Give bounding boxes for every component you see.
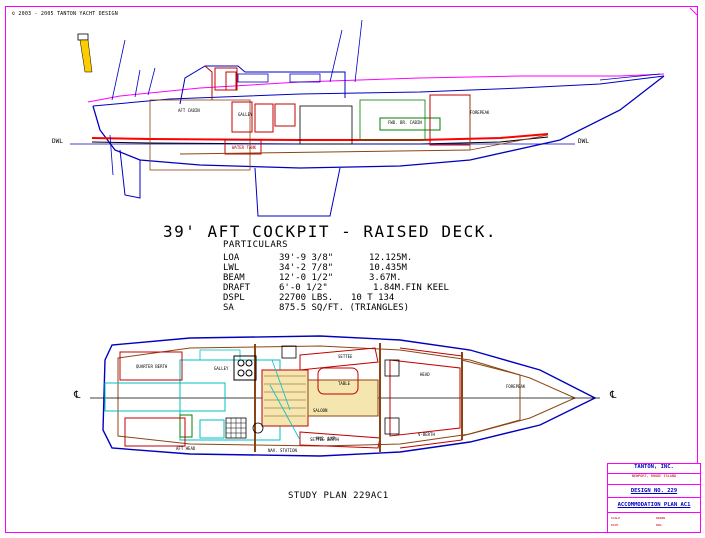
study-plan-label: STUDY PLAN 229AC1: [288, 491, 389, 501]
profile-view: [70, 19, 665, 217]
sheer-line: [92, 75, 665, 107]
title-block-address: NEWPORT, RHODE ISLAND: [608, 474, 700, 485]
cockpit-outline: [104, 382, 226, 412]
aft-accommodation: [149, 99, 251, 171]
sink: [281, 345, 297, 359]
v-berth-outline: [389, 359, 461, 437]
title-block-design: DESIGN NO. 229: [608, 485, 700, 498]
saloon-cabinetry: [359, 99, 426, 141]
spec-metric: 10 T 134: [351, 293, 395, 303]
title-block-company: TANTON, INC.: [608, 464, 700, 474]
label-forepeak-plan: FOREPEAK: [506, 384, 526, 389]
sheer-rail: [87, 73, 665, 103]
spec-imperial: 12'-0 1/2": [279, 273, 334, 283]
spec-metric: 10.435M: [369, 263, 407, 273]
label-settee: SETTEE: [338, 354, 353, 359]
spec-row: BEAM 12'-0 1/2" 3.67M.: [223, 273, 402, 323]
tankage-box: [379, 117, 441, 131]
dwl-label-right: DWL: [578, 138, 589, 145]
saloon-sole: [261, 369, 309, 427]
inner-sheer: [117, 345, 577, 447]
spec-label: LWL: [223, 263, 240, 273]
copyright-note: © 2003 - 2005 TANTON YACHT DESIGN: [12, 11, 118, 17]
title-block: TANTON, INC. NEWPORT, RHODE ISLAND DESIG…: [607, 463, 701, 533]
label-table: TABLE: [338, 381, 351, 386]
galley-stove: [233, 355, 257, 381]
spec-imperial: 875.5 SQ/FT. (TRIANGLES): [279, 303, 410, 313]
label-quarter-berth: QUARTER BERTH: [136, 364, 168, 369]
label-hanging-locker: HNG. LKR.: [316, 436, 338, 441]
spec-label: SA: [223, 303, 234, 313]
hull-profile: [92, 75, 665, 169]
spec-label: DSPL: [223, 293, 245, 303]
galley-stack: [254, 103, 274, 133]
spec-row: LWL 34'-2 7/8" 10.435M: [223, 263, 407, 313]
hull-plan: [102, 335, 597, 457]
saloon-table: [317, 367, 359, 395]
label-fwd-cabin: FWD. BR. CABIN: [388, 120, 422, 125]
port-light: [289, 73, 321, 83]
label-vberth: V-BERTH: [418, 432, 435, 437]
spec-imperial: 34'-2 7/8": [279, 263, 334, 273]
spec-label: DRAFT: [223, 283, 251, 293]
settee-stbd: [299, 431, 381, 449]
aft-locker: [179, 414, 193, 438]
spec-row: DSPL 22700 LBS. 10 T 134: [223, 293, 394, 343]
title-block-sheet: ACCOMMODATION PLAN AC1: [608, 498, 700, 513]
settee-port: [299, 347, 379, 371]
spec-metric: 12.125M.: [369, 253, 413, 263]
title-block-dwg: DWG.: [656, 523, 664, 527]
centerline-symbol-left: ℄: [74, 390, 81, 401]
label-settee-berth: SETTEE BERTH: [310, 437, 339, 442]
spec-imperial: 6'-0 1/2": [279, 283, 328, 293]
spec-label: BEAM: [223, 273, 245, 283]
radar-reflector: [79, 39, 93, 73]
sheet-border: [5, 6, 698, 533]
label-aft-head: AFT HEAD: [176, 446, 196, 451]
label-galley-profile: GALLEY: [238, 112, 253, 117]
label-aft-cabin: AFT CABIN: [178, 108, 200, 113]
engine: [224, 139, 262, 155]
quarter-berth: [119, 351, 183, 381]
spec-metric: 1.84M.FIN KEEL: [373, 283, 449, 293]
label-nav-station: NAV. STATION: [268, 448, 297, 453]
spec-imperial: 22700 LBS.: [279, 293, 334, 303]
wheel: [252, 422, 264, 434]
aft-cabin-stbd: [124, 417, 186, 447]
fin-keel: [254, 167, 341, 217]
drawing-title: 39' AFT COCKPIT - RAISED DECK.: [163, 222, 497, 241]
spec-row: DRAFT 6'-0 1/2" 1.84M.FIN KEEL: [223, 283, 449, 333]
label-tankage: WATER TANK: [232, 145, 257, 150]
title-block-date: DATE: [611, 523, 619, 527]
spec-metric: 3.67M.: [369, 273, 402, 283]
title-block-drawn: DRAWN: [656, 516, 666, 520]
deckhouse: [179, 65, 346, 105]
spec-imperial: 39'-9 3/8": [279, 253, 334, 263]
particulars-heading: PARTICULARS: [223, 240, 289, 250]
centerline-symbol-right: ℄: [610, 390, 617, 401]
spec-row: LOA 39'-9 3/8" 12.125M.: [223, 253, 412, 303]
label-head: HEAD: [420, 372, 430, 377]
boot-stripe: [91, 133, 549, 141]
label-saloon: SALOON: [313, 408, 328, 413]
spec-row: SA 875.5 SQ/FT. (TRIANGLES): [223, 303, 409, 343]
spec-label: LOA: [223, 253, 240, 263]
dwl-label-left: DWL: [52, 138, 63, 145]
port-light: [237, 73, 269, 83]
label-galley-plan: GALLEY: [214, 366, 229, 371]
title-block-scale: SCALE: [611, 516, 621, 520]
corner-mark: [689, 7, 698, 16]
rudder: [119, 149, 141, 199]
plan-view: [90, 335, 600, 457]
label-forepeak-profile: FOREPEAK: [470, 110, 490, 115]
